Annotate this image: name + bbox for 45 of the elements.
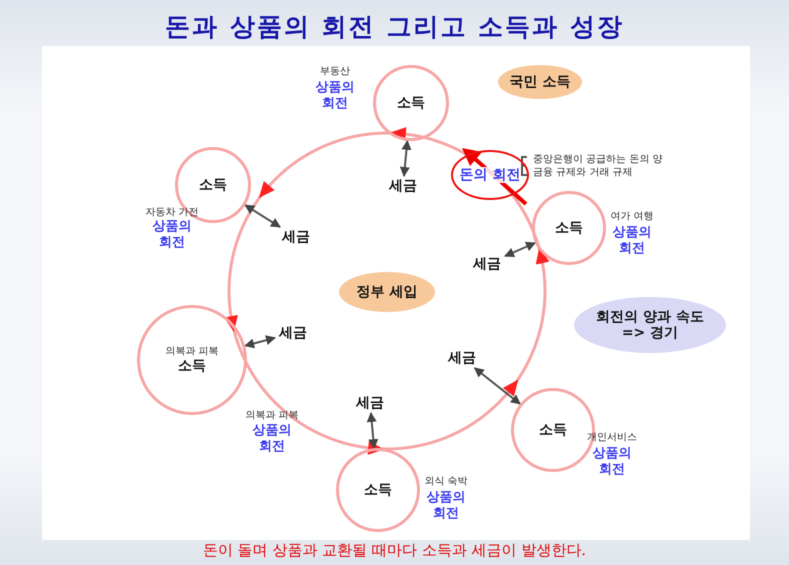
node-label: 정부 세입 <box>356 284 418 300</box>
income-circle <box>373 65 449 141</box>
category-label: 여가 여행 <box>609 210 655 223</box>
node-label: 소득 <box>199 176 227 194</box>
note-text: 중앙은행이 공급하는 돈의 양 <box>533 154 663 165</box>
category-label: 부동산 <box>319 65 351 78</box>
node-label: 회전의 양과 속도 => 경기 <box>595 308 705 342</box>
node-label: 소득 <box>178 358 206 374</box>
category-label: 자동차 가전 <box>144 206 200 219</box>
ellipse-label <box>451 150 529 200</box>
double-arrow <box>244 204 281 228</box>
tax-label: 세금 <box>352 393 388 413</box>
category-label: 의복과 피복 <box>244 409 300 422</box>
goods-rotation-label: 상품의 회전 <box>592 446 632 478</box>
node-label: 돈의 회전 <box>460 166 520 184</box>
node-label: 소득 <box>364 482 392 498</box>
goods-rotation-label: 상품의 회전 <box>152 219 192 250</box>
category-label: 개인서비스 <box>586 431 638 444</box>
double-arrow <box>366 412 378 450</box>
node-label: 소득 <box>397 94 425 112</box>
title: 돈과 상품의 회전 그리고 소득과 성장 <box>164 11 625 43</box>
category-label: 외식 숙박 <box>423 475 469 488</box>
double-arrow <box>504 242 536 258</box>
goods-rotation-label: 상품의 회전 <box>314 80 356 112</box>
tax-label: 세금 <box>278 227 314 247</box>
caption: 돈이 돌며 상품과 교환될 때마다 소득과 세금이 발생한다. <box>202 541 588 560</box>
node-label: 국민 소득 <box>510 74 570 90</box>
leader-line <box>521 156 528 176</box>
tax-label: 세금 <box>385 176 421 196</box>
node-label: 소득 <box>539 422 567 438</box>
goods-rotation-label: 상품의 회전 <box>612 225 652 256</box>
note-text: 금융 규제와 거래 규제 <box>533 167 633 178</box>
tax-label: 세금 <box>444 348 480 368</box>
double-arrow <box>474 367 521 405</box>
category-label: 의복과 피복 <box>165 346 219 358</box>
income-circle <box>532 191 606 265</box>
double-arrow <box>400 140 412 177</box>
node-label: 소득 <box>555 220 583 236</box>
tax-label: 세금 <box>275 323 311 343</box>
income-circle <box>137 305 247 415</box>
goods-rotation-label: 상품의 회전 <box>426 490 466 522</box>
tax-label: 세금 <box>469 254 505 274</box>
double-arrow <box>244 335 276 348</box>
income-circle <box>336 448 420 532</box>
goods-rotation-label: 상품의 회전 <box>252 423 292 454</box>
